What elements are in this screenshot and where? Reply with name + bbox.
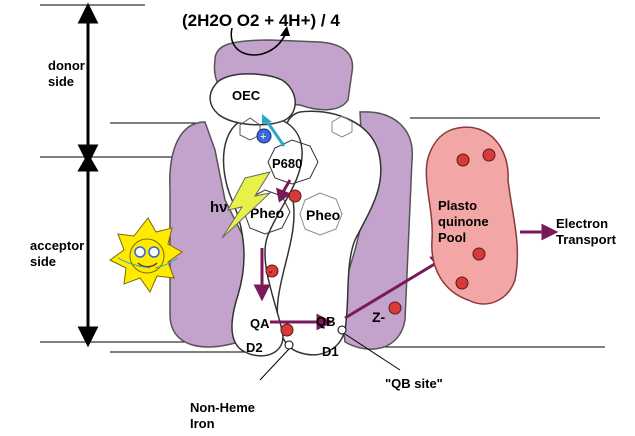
electron-minus-icon: [280, 323, 294, 337]
tyr-transfer-arrow: [262, 114, 286, 147]
electron-minus-icon: [388, 301, 402, 315]
non-heme-iron-pointer: [259, 348, 290, 381]
pool-electrons: [455, 148, 496, 290]
tyrosine-ring-right: [331, 115, 353, 138]
qb-site-label: "QB site": [385, 376, 443, 391]
electron-minus-icon: [288, 189, 302, 203]
electron-minus-icon: [482, 148, 496, 162]
electron-minus-icon: [455, 276, 469, 290]
electron-minus-icon: [456, 153, 470, 167]
hole-plus-icon: +: [256, 128, 272, 144]
d1-label: D1: [322, 344, 339, 359]
p680-label: P680: [272, 156, 302, 171]
d2-protein: [222, 115, 303, 357]
svg-text:-: -: [269, 267, 272, 278]
d2-label: D2: [246, 340, 263, 355]
lightning-bolt-icon: [221, 171, 272, 239]
water-reaction: (2H2O O2 + 4H+) / 4: [182, 11, 340, 56]
side-arrows: [77, 2, 99, 348]
non-heme-iron-marker: [284, 340, 294, 350]
oec-subunit: [209, 73, 296, 126]
svg-text:+: +: [260, 131, 266, 143]
pheo-a-label: Pheo: [250, 205, 284, 221]
qa-label: QA: [250, 316, 270, 331]
smiling-sun-icon: [109, 217, 183, 294]
reaction-center-proteins: [209, 73, 382, 357]
electron-minus-icon: [472, 247, 486, 261]
plastoquinone-pool: [425, 126, 519, 305]
oec-label: OEC: [232, 88, 261, 103]
qb-site-pointer: [344, 333, 401, 371]
pheo-b-label: Pheo: [306, 207, 340, 223]
electrons: -: [265, 189, 402, 337]
water-reaction-label: (2H2O O2 + 4H+) / 4: [182, 11, 340, 30]
electron-minus-icon: -: [265, 264, 279, 278]
qb-label: QB: [316, 314, 336, 329]
pheo-ring-right: [299, 192, 343, 236]
pheo-ring-left: [243, 189, 291, 235]
hv-label: hν: [210, 199, 228, 216]
membrane-lines: [40, 4, 605, 353]
water-reaction-arrow: [230, 27, 286, 56]
z-electron-label: Z-: [372, 309, 386, 325]
p680-ring: [267, 139, 319, 185]
qb-site-marker: [337, 325, 347, 335]
